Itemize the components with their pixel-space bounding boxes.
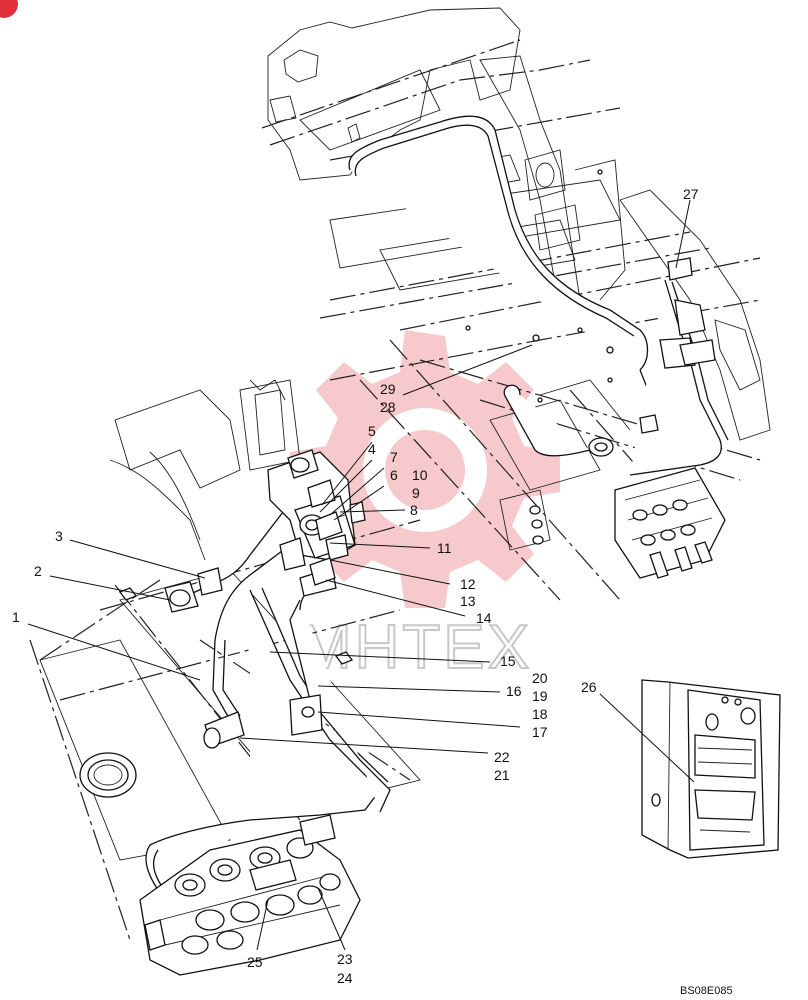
corner-badge-icon bbox=[0, 0, 18, 18]
callout-3: 3 bbox=[55, 528, 63, 544]
callout-15: 15 bbox=[500, 653, 516, 669]
callout-13: 13 bbox=[460, 593, 476, 609]
callout-27: 27 bbox=[683, 186, 699, 202]
callout-19: 19 bbox=[532, 688, 548, 704]
callout-6: 6 bbox=[390, 467, 398, 483]
callout-9: 9 bbox=[412, 485, 420, 501]
watermark-gear-icon bbox=[290, 330, 560, 608]
callout-16: 16 bbox=[506, 683, 522, 699]
bolt-markers bbox=[118, 169, 614, 665]
callout-28: 28 bbox=[380, 399, 396, 415]
callout-1: 1 bbox=[12, 609, 20, 625]
callout-5: 5 bbox=[368, 423, 376, 439]
callout-23: 23 bbox=[337, 951, 353, 967]
upper-control-valve bbox=[614, 467, 726, 579]
callout-2: 2 bbox=[34, 563, 42, 579]
callout-24: 24 bbox=[337, 970, 353, 986]
callout-17: 17 bbox=[532, 724, 548, 740]
callout-10: 10 bbox=[412, 467, 428, 483]
callout-7: 7 bbox=[390, 449, 398, 465]
callout-labels: 1 2 3 4 5 6 7 8 9 10 11 12 13 14 15 16 1… bbox=[12, 186, 699, 986]
callout-22: 22 bbox=[494, 749, 510, 765]
callout-29: 29 bbox=[380, 381, 396, 397]
callout-25: 25 bbox=[247, 954, 263, 970]
drawing-code: BS08E085 bbox=[680, 985, 733, 997]
callout-4: 4 bbox=[368, 441, 376, 457]
upper-hoses bbox=[348, 115, 729, 476]
watermark-text: MHTEX bbox=[300, 613, 532, 682]
callout-14: 14 bbox=[476, 610, 492, 626]
callout-8: 8 bbox=[410, 502, 418, 518]
callout-18: 18 bbox=[532, 706, 548, 722]
callout-12: 12 bbox=[460, 576, 476, 592]
leader-lines bbox=[27, 199, 695, 951]
callout-21: 21 bbox=[494, 767, 510, 783]
callout-26: 26 bbox=[581, 679, 597, 695]
upper-chassis bbox=[261, 7, 771, 601]
decal-inset bbox=[641, 679, 781, 859]
callout-11: 11 bbox=[437, 540, 452, 556]
lower-hoses bbox=[145, 489, 391, 901]
lower-control-valve bbox=[139, 814, 361, 976]
callout-20: 20 bbox=[532, 670, 548, 686]
